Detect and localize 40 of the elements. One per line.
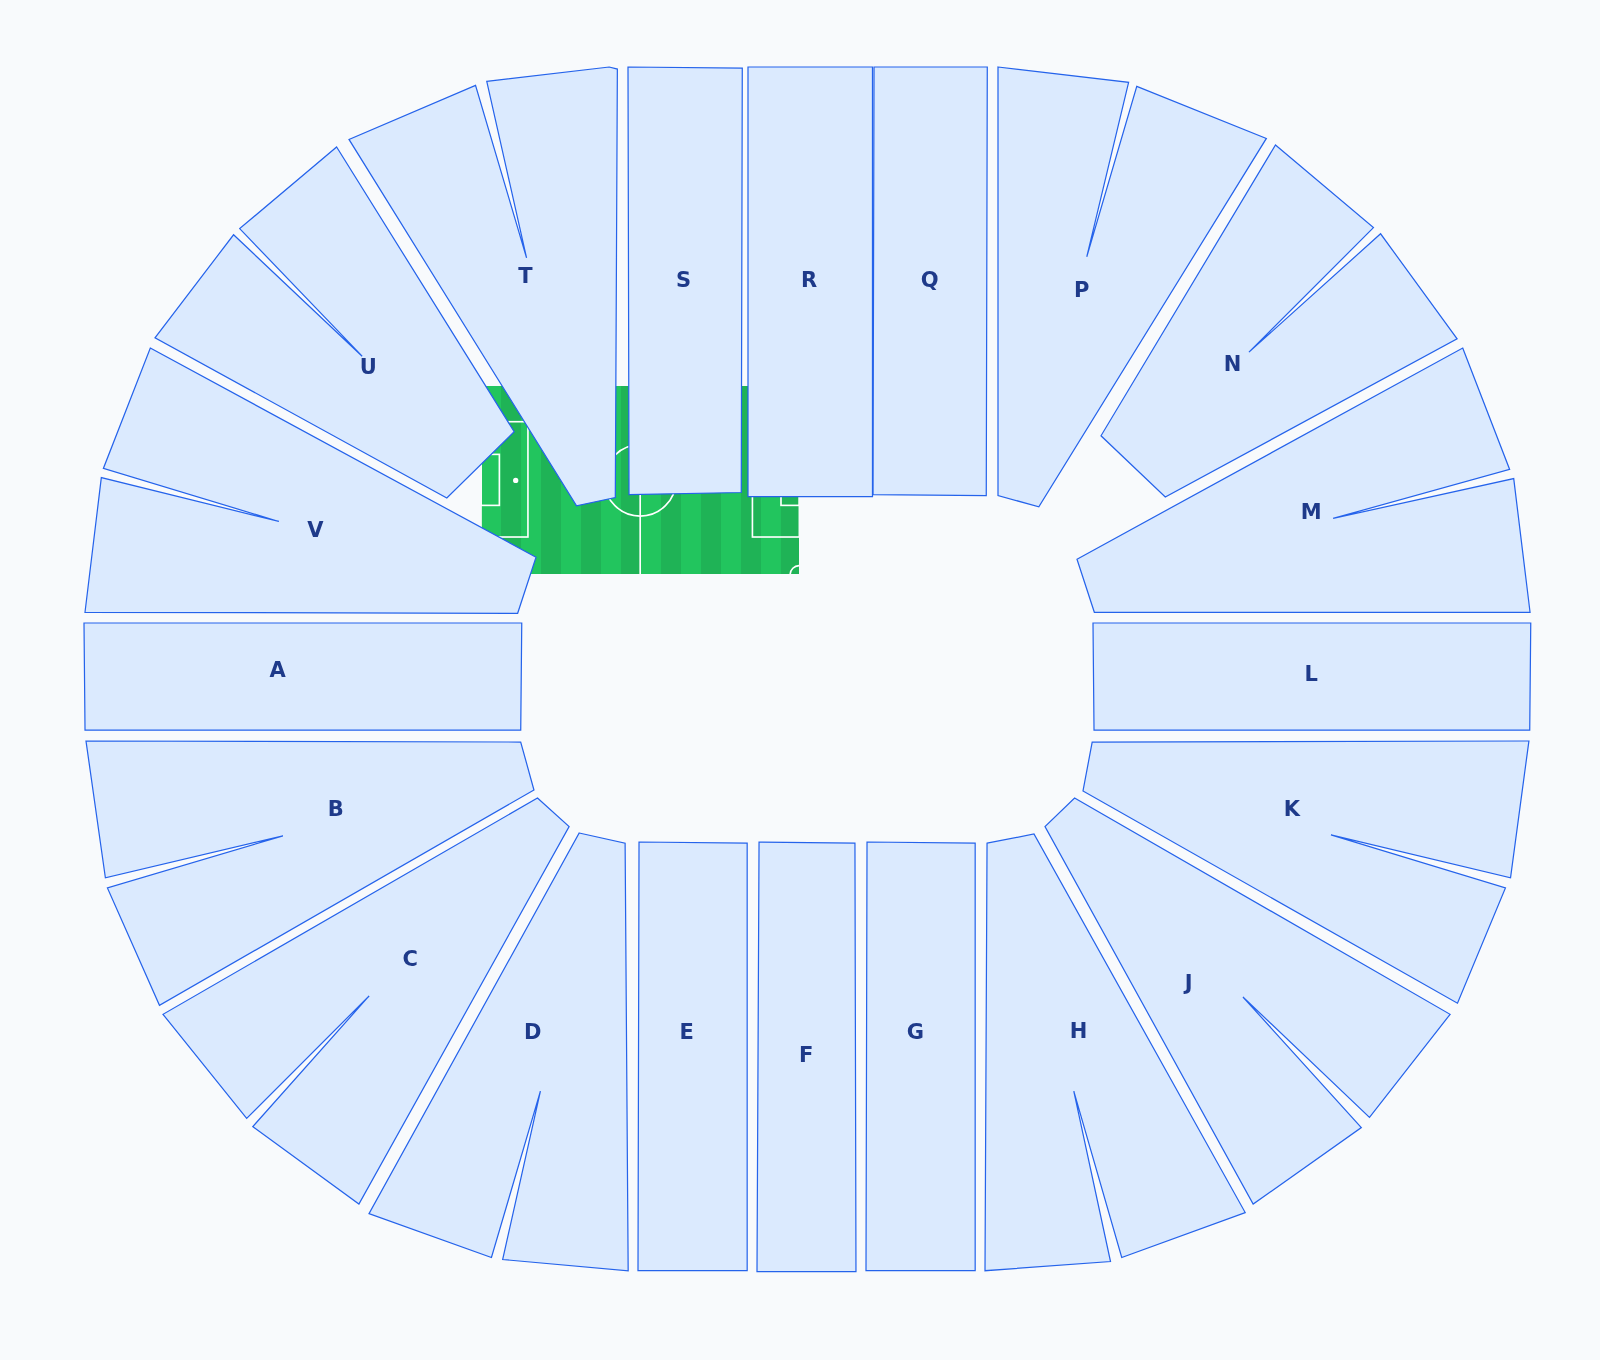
section-label: A [269, 659, 286, 681]
seating-section [747, 67, 873, 497]
section-label: V [307, 519, 324, 541]
section-label: F [798, 1044, 814, 1066]
seating-section [757, 841, 857, 1272]
seating-section [627, 67, 742, 495]
seating-section [155, 146, 515, 498]
section-label: K [1283, 798, 1300, 820]
seating-section [997, 67, 1267, 508]
seating-section [84, 347, 536, 614]
seating-section [83, 623, 522, 731]
section-label: P [1073, 279, 1090, 301]
seating-section [85, 740, 534, 1006]
section-label: C [402, 948, 418, 970]
seating-section [348, 67, 618, 507]
seating-section [1076, 347, 1530, 613]
section-label: H [1069, 1020, 1088, 1042]
section-label: N [1223, 353, 1242, 375]
section-label: T [518, 265, 533, 286]
section-label: E [679, 1021, 694, 1043]
section-label: D [523, 1021, 542, 1043]
section-label: U [359, 356, 377, 378]
seating-section [866, 841, 976, 1271]
section-label: Q [920, 269, 939, 291]
section-label: S [676, 269, 692, 291]
seating-section [1082, 740, 1529, 1004]
seating-section [637, 841, 747, 1271]
section-label: L [1304, 664, 1318, 685]
section-label: G [906, 1021, 924, 1043]
seating-section [369, 832, 629, 1271]
section-label: M [1300, 501, 1322, 523]
seating-section [1044, 797, 1450, 1205]
section-label: B [327, 798, 344, 820]
seating-section [1101, 144, 1458, 497]
seating-section [984, 833, 1245, 1271]
section-label: R [801, 269, 818, 291]
seating-section [873, 67, 988, 496]
seating-section [163, 797, 570, 1205]
section-label: J [1184, 972, 1193, 994]
seating-section [1092, 623, 1531, 731]
